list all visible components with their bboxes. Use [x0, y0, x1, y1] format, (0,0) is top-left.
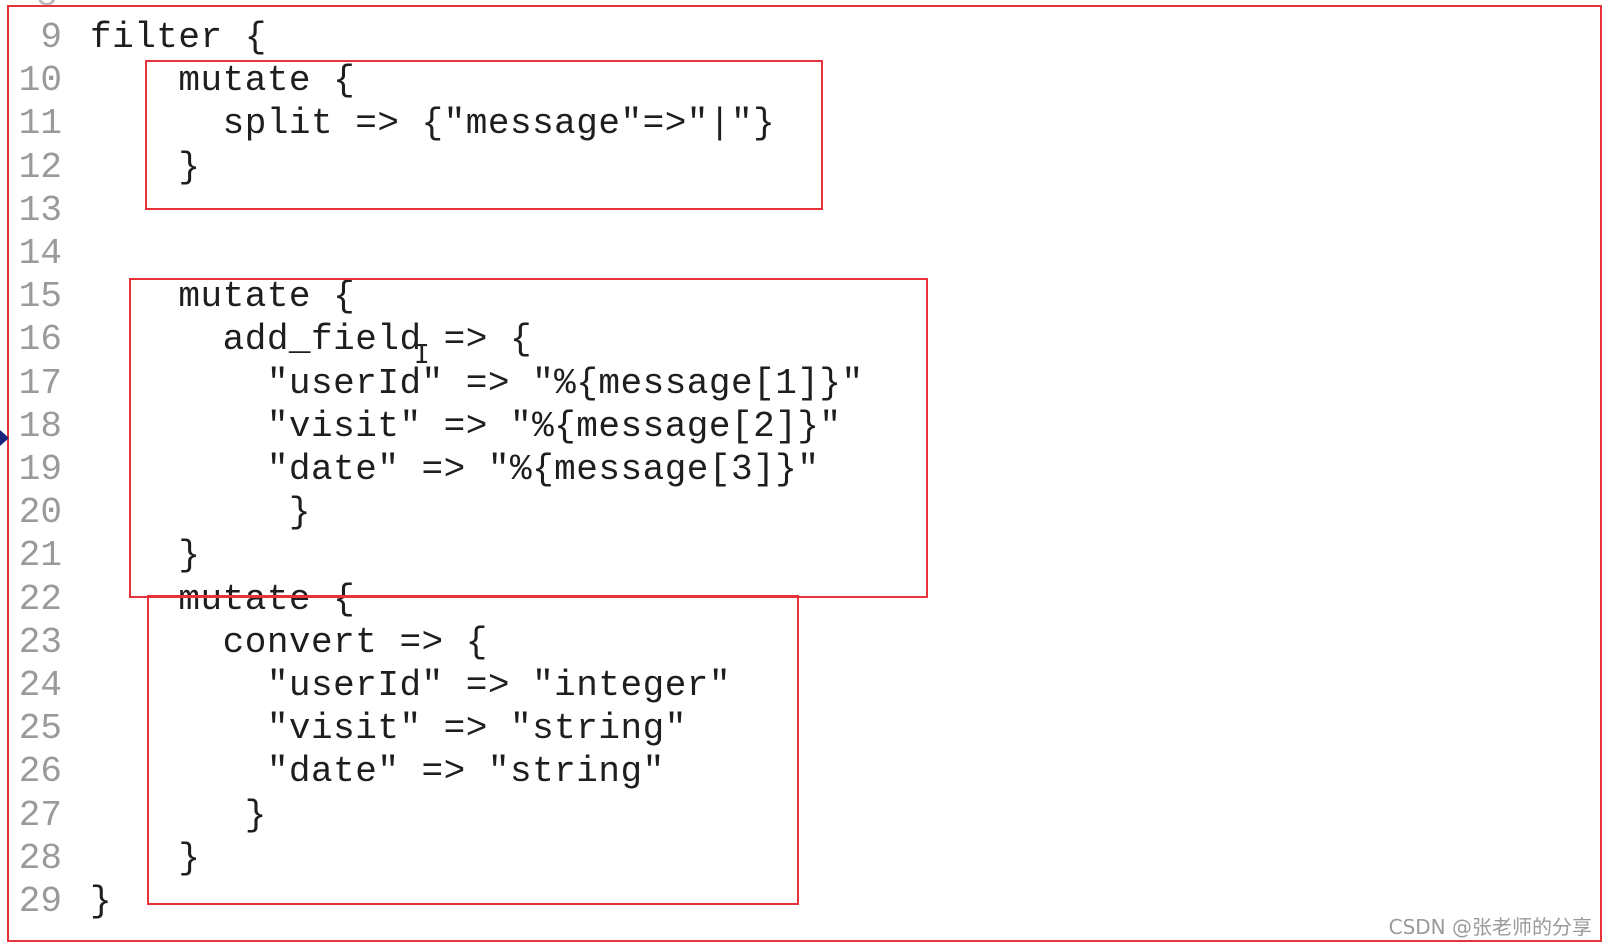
line-code[interactable]: }: [90, 881, 113, 922]
code-line[interactable]: 25 "visit" => "string": [0, 707, 1400, 751]
code-line[interactable]: 17 "userId" => "%{message[1]}": [0, 362, 1400, 406]
code-line[interactable]: 9 filter {: [0, 16, 1400, 60]
line-number: 27: [18, 794, 62, 836]
line-number: 25: [18, 708, 62, 750]
line-number: 11: [18, 103, 62, 145]
code-line[interactable]: 15 mutate {: [0, 275, 1400, 319]
code-line[interactable]: 24 "userId" => "integer": [0, 664, 1400, 708]
code-line[interactable]: 27 }: [0, 794, 1400, 838]
line-code[interactable]: }: [90, 794, 267, 836]
line-number: 24: [18, 665, 62, 706]
code-line[interactable]: 12 }: [0, 146, 1400, 190]
line-code[interactable]: "date" => "string": [90, 751, 665, 793]
outer-highlight-frame: [7, 5, 1602, 942]
line-number: 22: [18, 578, 62, 620]
line-number: 15: [18, 276, 62, 318]
line-code[interactable]: }: [90, 535, 201, 577]
line-number: 17: [18, 362, 62, 404]
line-number: 13: [18, 189, 62, 231]
code-line[interactable]: 22 mutate {: [0, 578, 1400, 622]
code-line[interactable]: 20 }: [0, 491, 1400, 535]
watermark: CSDN @张老师的分享: [1388, 915, 1592, 939]
code-line[interactable]: 26 "date" => "string": [0, 750, 1400, 794]
code-line[interactable]: 14: [0, 232, 1400, 276]
line-number: 29: [18, 881, 62, 922]
code-line[interactable]: 29}: [0, 880, 1400, 924]
code-line[interactable]: 10 mutate {: [0, 59, 1400, 103]
code-line[interactable]: 11 split => {"message"=>"|"}: [0, 102, 1400, 146]
line-code[interactable]: mutate {: [90, 276, 356, 318]
code-line[interactable]: 16 add_field => {: [0, 318, 1400, 362]
line-number: 23: [18, 621, 62, 663]
line-number: 28: [18, 837, 62, 879]
line-code[interactable]: filter {: [90, 17, 267, 58]
code-line[interactable]: 28 }: [0, 837, 1400, 881]
line-code[interactable]: add_field => {: [90, 319, 533, 361]
line-code[interactable]: "visit" => "string": [90, 708, 687, 750]
line-code[interactable]: split => {"message"=>"|"}: [90, 103, 776, 145]
code-line[interactable]: 19 "date" => "%{message[3]}": [0, 448, 1400, 492]
line-number: 18: [18, 405, 62, 447]
line-number: 19: [18, 449, 62, 490]
line-number: 16: [18, 319, 62, 361]
line-number: 9: [40, 17, 62, 58]
line-number: 26: [18, 751, 62, 793]
gutter-arrow-icon: [0, 430, 9, 446]
line-code[interactable]: "userId" => "%{message[1]}": [90, 362, 864, 404]
line-code[interactable]: "visit" => "%{message[2]}": [90, 405, 842, 447]
text-cursor-icon: I: [414, 340, 430, 370]
line-number: 14: [18, 233, 62, 274]
line-number: 20: [18, 492, 62, 534]
line-code[interactable]: mutate {: [90, 60, 356, 102]
line-code[interactable]: "date" => "%{message[3]}": [90, 449, 820, 490]
line-code[interactable]: mutate {: [90, 578, 356, 620]
line-number: 12: [18, 146, 62, 188]
line-code[interactable]: "userId" => "integer": [90, 665, 732, 706]
line-number: 21: [18, 535, 62, 577]
line-number: 10: [18, 60, 62, 102]
line-code[interactable]: }: [90, 492, 312, 534]
line-code[interactable]: }: [90, 837, 201, 879]
code-line[interactable]: 13: [0, 189, 1400, 233]
line-code[interactable]: }: [90, 146, 201, 188]
line-code[interactable]: convert => {: [90, 621, 488, 663]
code-line[interactable]: 23 convert => {: [0, 621, 1400, 665]
code-line[interactable]: 18 "visit" => "%{message[2]}": [0, 405, 1400, 449]
code-line[interactable]: 21 }: [0, 534, 1400, 578]
